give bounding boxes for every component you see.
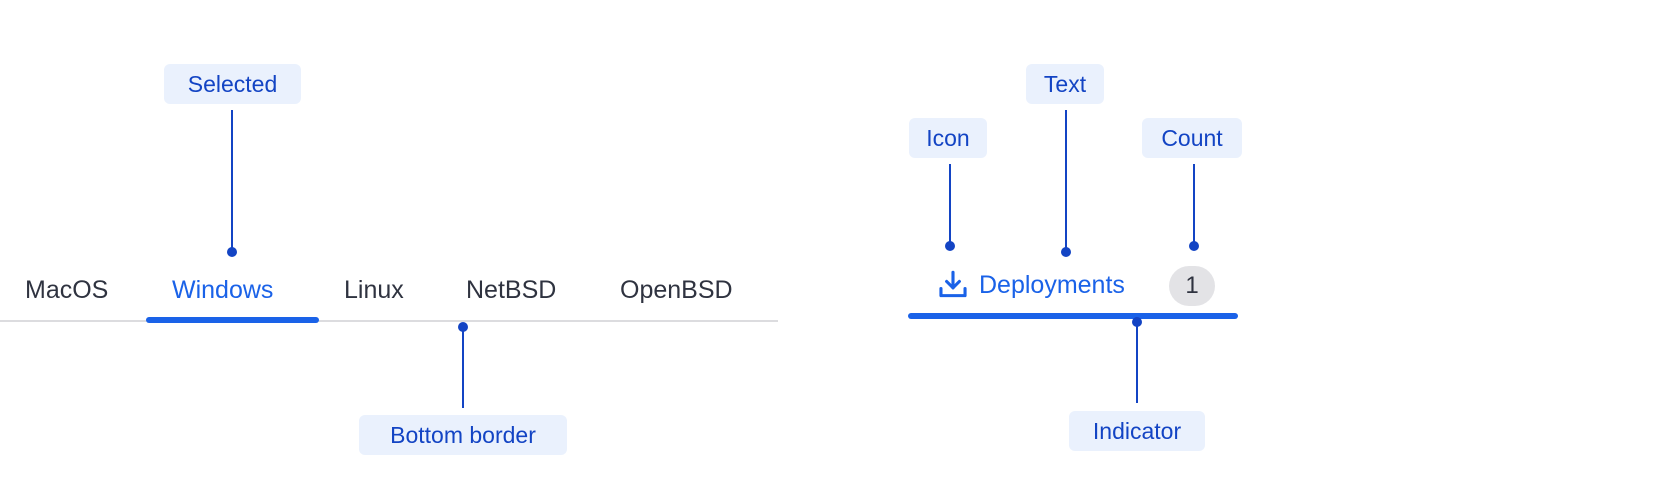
tab-openbsd[interactable]: OpenBSD xyxy=(620,276,733,304)
callout-selected-line xyxy=(231,110,233,250)
callout-count-line xyxy=(1193,164,1195,244)
callout-count: Count xyxy=(1142,118,1242,158)
download-icon xyxy=(939,270,967,298)
callout-count-dot xyxy=(1189,241,1199,251)
callout-bottom-border-line xyxy=(462,330,464,408)
callout-bottom-border: Bottom border xyxy=(359,415,567,455)
callout-indicator-dot xyxy=(1132,317,1142,327)
callout-icon: Icon xyxy=(909,118,987,158)
callout-indicator: Indicator xyxy=(1069,411,1205,451)
tab-bar-bottom-border xyxy=(0,320,778,322)
callout-selected-dot xyxy=(227,247,237,257)
callout-icon-dot xyxy=(945,241,955,251)
count-badge: 1 xyxy=(1169,266,1215,306)
deployments-tab-indicator xyxy=(908,313,1238,319)
deployments-tab-label: Deployments xyxy=(979,271,1125,299)
callout-text-line xyxy=(1065,110,1067,250)
tab-linux[interactable]: Linux xyxy=(344,276,404,304)
callout-text-dot xyxy=(1061,247,1071,257)
tab-windows[interactable]: Windows xyxy=(172,276,274,304)
selected-tab-indicator xyxy=(146,317,319,323)
tab-netbsd[interactable]: NetBSD xyxy=(466,276,557,304)
tab-macos[interactable]: MacOS xyxy=(25,276,109,304)
callout-bottom-border-dot xyxy=(458,322,468,332)
callout-text: Text xyxy=(1026,64,1104,104)
callout-selected: Selected xyxy=(164,64,301,104)
callout-indicator-line xyxy=(1136,325,1138,403)
callout-icon-line xyxy=(949,164,951,244)
